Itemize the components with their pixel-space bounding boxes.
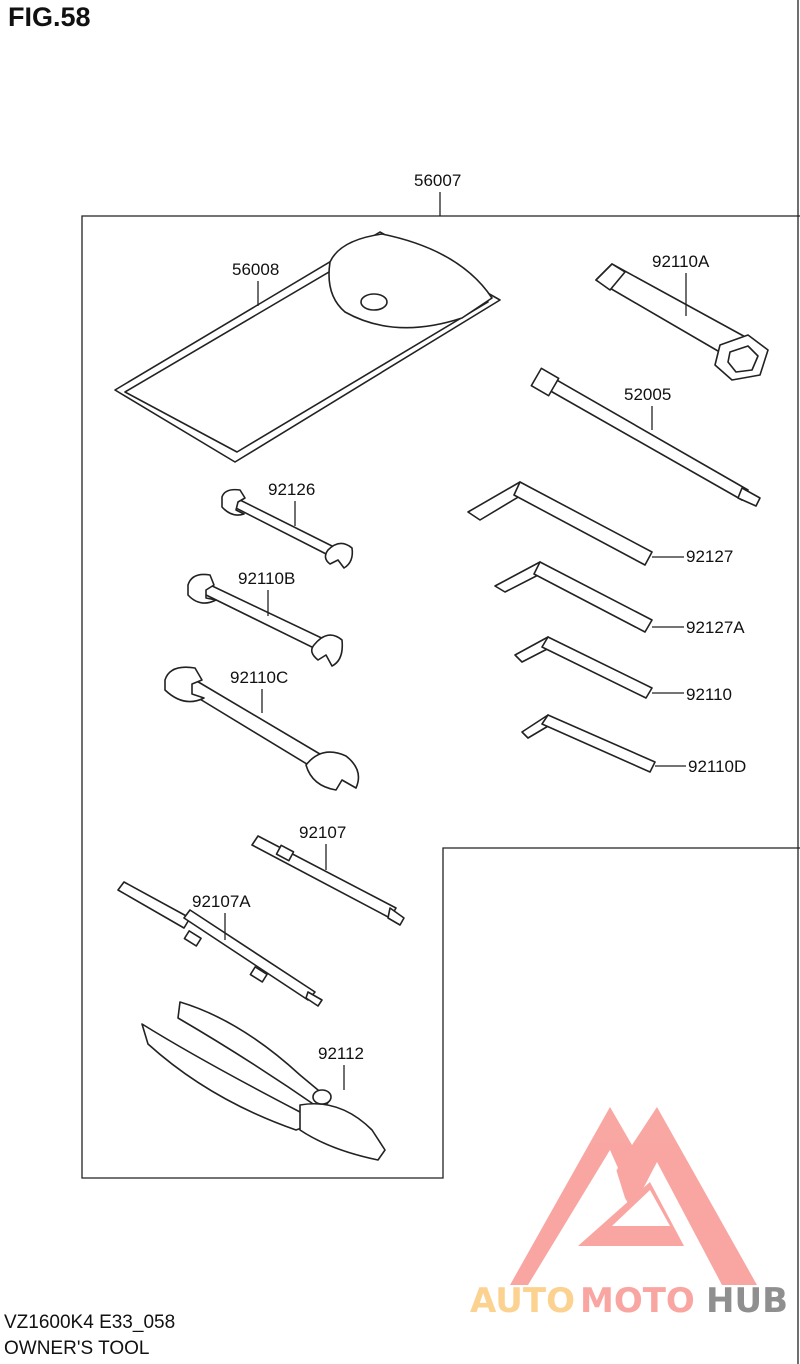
plug-wrench-handle [530, 367, 761, 507]
logo-text-moto: MOTO [580, 1281, 695, 1321]
hex-key-92110D [521, 714, 656, 773]
label-92107: 92107 [299, 823, 346, 842]
label-92127: 92127 [686, 547, 733, 566]
label-56007: 56007 [414, 171, 461, 190]
label-56008: 56008 [232, 260, 279, 279]
wrench-large [164, 666, 360, 791]
label-92110: 92110 [686, 685, 732, 704]
hex-key-92110 [514, 636, 653, 699]
pliers [141, 1001, 386, 1161]
figure-number: FIG.58 [8, 2, 91, 32]
label-92110B: 92110B [238, 569, 295, 588]
label-92126: 92126 [268, 480, 315, 499]
set-boundary [81, 0, 800, 1364]
model-code: VZ1600K4 E33_058 [4, 1312, 176, 1333]
logo-text-auto: AUTO [470, 1281, 575, 1321]
label-92110C: 92110C [230, 668, 288, 687]
hex-key-92127A [494, 561, 653, 633]
label-92107A: 92107A [192, 892, 251, 911]
automotohub-logo: AUTO MOTO HUB [470, 1107, 788, 1321]
label-92110D: 92110D [688, 757, 746, 776]
label-92112: 92112 [318, 1044, 364, 1063]
wrench-small [221, 488, 354, 569]
label-52005: 52005 [624, 385, 671, 404]
section-title: OWNER'S TOOL [4, 1338, 150, 1359]
screwdriver-grip [117, 881, 323, 1007]
socket-wrench [595, 263, 769, 381]
label-92127A: 92127A [686, 618, 745, 637]
logo-text-hub: HUB [706, 1281, 788, 1321]
label-92110A: 92110A [652, 252, 710, 271]
wrench-medium [187, 573, 344, 667]
hex-key-92127 [467, 481, 653, 566]
screwdriver-bit [251, 835, 405, 926]
tool-bag [114, 231, 501, 463]
